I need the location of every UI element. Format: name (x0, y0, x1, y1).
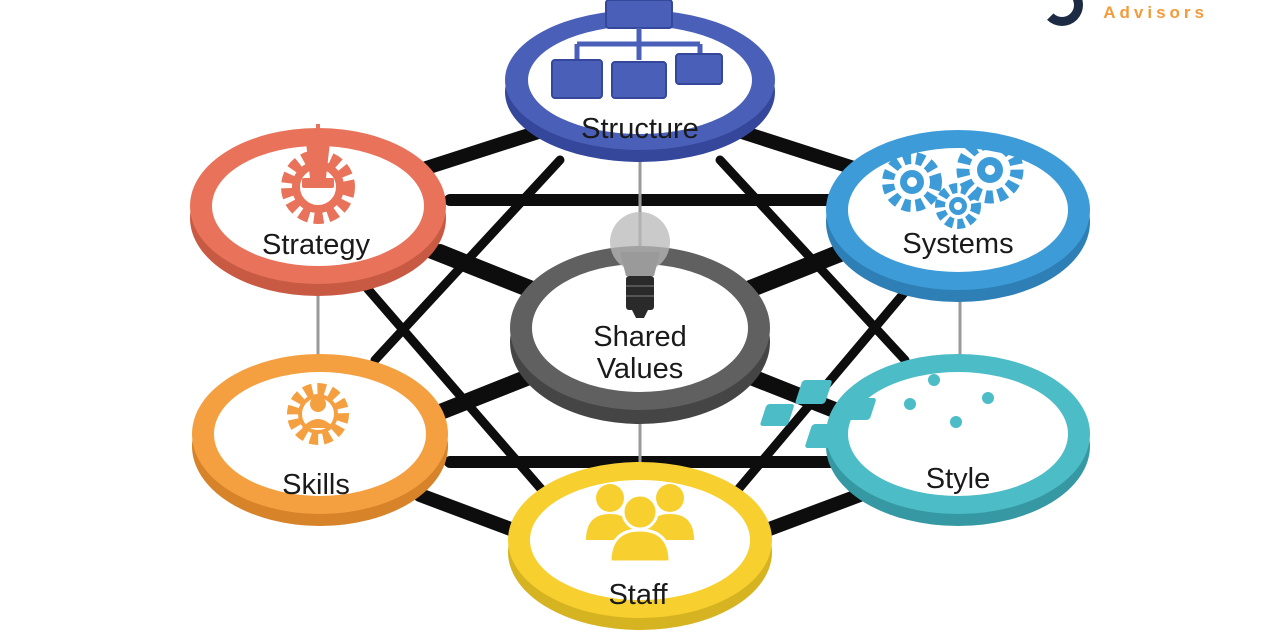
node-staff-label: Staff (608, 579, 668, 611)
node-skills-label: Skills (282, 469, 350, 501)
node-shared-values-label-2: Values (597, 353, 684, 385)
node-systems-label: Systems (902, 228, 1013, 260)
brand-text: Advisors (1103, 3, 1208, 22)
person-gear-icon (287, 383, 349, 445)
node-staff: Staff (508, 462, 772, 630)
people-icon (586, 484, 694, 564)
node-strategy: Strategy (190, 124, 446, 296)
brand-logo: Advisors (1041, 0, 1208, 32)
lightbulb-icon (610, 212, 670, 318)
node-shared-values-label-1: Shared (593, 321, 687, 353)
node-strategy-label: Strategy (262, 229, 370, 261)
node-skills: Skills (192, 354, 448, 526)
node-systems: Systems (826, 130, 1090, 302)
connector-strategy-shared (434, 244, 546, 296)
gears-icon (882, 136, 1024, 229)
node-structure-label: Structure (581, 113, 699, 145)
brand-mark-icon (1041, 0, 1084, 26)
node-style-label: Style (926, 463, 990, 495)
node-shared-values: Shared Values (510, 212, 770, 424)
chess-gear-icon (281, 124, 355, 224)
org-chart-icon (551, 0, 723, 99)
node-style: Style (760, 354, 1090, 526)
node-structure: Structure (505, 0, 775, 162)
puzzle-icon (760, 374, 994, 448)
connector-systems-shared (734, 244, 846, 296)
connector-strategy-staff (355, 275, 560, 510)
